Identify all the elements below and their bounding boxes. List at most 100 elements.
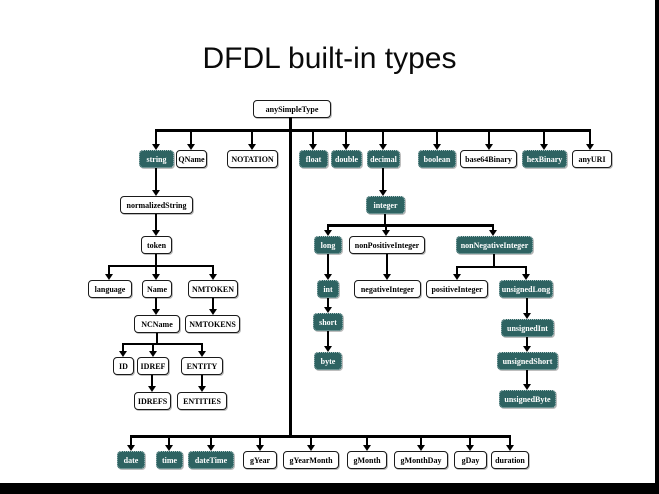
page-title: DFDL built-in types <box>202 42 457 75</box>
node-nonPositiveInteger: nonPositiveInteger <box>349 236 425 254</box>
edge-line <box>385 224 387 231</box>
node-integer: integer <box>366 196 405 214</box>
arrowhead <box>307 445 315 451</box>
edge-rail <box>130 435 511 438</box>
node-NMTOKEN: NMTOKEN <box>188 280 238 298</box>
arrowhead <box>586 144 594 150</box>
edge-line <box>526 370 528 385</box>
node-anyURI: anyURI <box>572 150 612 168</box>
edge-line <box>492 224 494 231</box>
edge-line <box>310 436 312 446</box>
arrowhead <box>324 307 332 313</box>
arrowhead <box>489 230 497 236</box>
edge-line <box>155 254 157 266</box>
edge-line <box>289 117 292 436</box>
arrowhead <box>485 144 493 150</box>
slide-bottom-bar <box>0 483 659 494</box>
arrowhead <box>187 144 195 150</box>
edge-line <box>366 436 368 446</box>
arrowhead <box>324 274 332 280</box>
edge-line <box>420 436 422 446</box>
arrowhead <box>309 144 317 150</box>
edge-line <box>155 214 157 231</box>
arrowhead <box>324 230 332 236</box>
edge-line <box>152 343 154 352</box>
arrowhead <box>149 351 157 357</box>
edge-line <box>168 436 170 446</box>
node-nonNegativeInteger: nonNegativeInteger <box>456 236 533 254</box>
node-NOTATION: NOTATION <box>227 150 278 168</box>
arrowhead <box>119 351 127 357</box>
node-normalizedString: normalizedString <box>120 196 193 214</box>
arrowhead <box>152 309 160 315</box>
node-byte: byte <box>314 352 342 370</box>
arrowhead <box>433 144 441 150</box>
arrowhead <box>152 274 160 280</box>
edge-line <box>525 266 527 275</box>
arrowhead <box>152 144 160 150</box>
edge-line <box>382 130 384 145</box>
node-gYear: gYear <box>243 451 277 469</box>
edge-line <box>327 224 329 231</box>
node-string: string <box>139 150 174 168</box>
arrowhead <box>523 346 531 352</box>
arrowhead <box>540 144 548 150</box>
arrowhead <box>207 445 215 451</box>
edge-line <box>251 130 253 145</box>
arrowhead <box>466 445 474 451</box>
node-unsignedInt: unsignedInt <box>501 319 554 337</box>
node-ENTITY: ENTITY <box>181 357 223 375</box>
edge-line <box>108 265 110 275</box>
arrowhead <box>198 386 206 392</box>
node-NMTOKENS: NMTOKENS <box>185 315 240 333</box>
arrowhead <box>523 384 531 390</box>
arrowhead <box>148 386 156 392</box>
node-IDREFS: IDREFS <box>134 392 171 410</box>
node-ENTITIES: ENTITIES <box>177 392 227 410</box>
node-gYearMonth: gYearMonth <box>283 451 339 469</box>
edge-line <box>155 130 157 145</box>
node-unsignedShort: unsignedShort <box>497 352 558 370</box>
edge-rail <box>109 265 214 267</box>
node-IDREF: IDREF <box>137 357 169 375</box>
node-ID: ID <box>113 357 134 375</box>
node-time: time <box>156 451 183 469</box>
edge-rail <box>123 343 203 345</box>
edge-line <box>130 436 132 446</box>
arrowhead <box>248 144 256 150</box>
edge-line <box>327 298 329 308</box>
arrowhead <box>363 445 371 451</box>
edge-line <box>386 254 388 275</box>
slide-right-border <box>655 0 659 483</box>
arrowhead <box>379 190 387 196</box>
node-date: date <box>117 451 145 469</box>
node-QName: QName <box>176 150 207 168</box>
edge-line <box>190 130 192 145</box>
node-short: short <box>313 313 343 331</box>
node-NCName: NCName <box>134 315 180 333</box>
node-token: token <box>141 236 172 254</box>
edge-line <box>201 343 203 352</box>
node-base64Binary: base64Binary <box>460 150 517 168</box>
edge-line <box>493 254 495 267</box>
node-dateTime: dateTime <box>188 451 234 469</box>
node-unsignedByte: unsignedByte <box>499 390 556 408</box>
node-unsignedLong: unsignedLong <box>499 280 553 298</box>
node-duration: duration <box>491 451 529 469</box>
edge-line <box>155 298 157 310</box>
arrowhead <box>256 445 264 451</box>
node-Name: Name <box>142 280 172 298</box>
arrowhead <box>198 351 206 357</box>
arrowhead <box>127 445 135 451</box>
arrowhead <box>523 313 531 319</box>
edge-line <box>509 436 511 446</box>
arrowhead <box>506 445 514 451</box>
arrowhead <box>152 230 160 236</box>
arrowhead <box>379 144 387 150</box>
edge-line <box>456 266 458 275</box>
arrowhead <box>522 274 530 280</box>
edge-line <box>436 130 438 145</box>
edge-line <box>122 343 124 352</box>
arrowhead <box>382 230 390 236</box>
